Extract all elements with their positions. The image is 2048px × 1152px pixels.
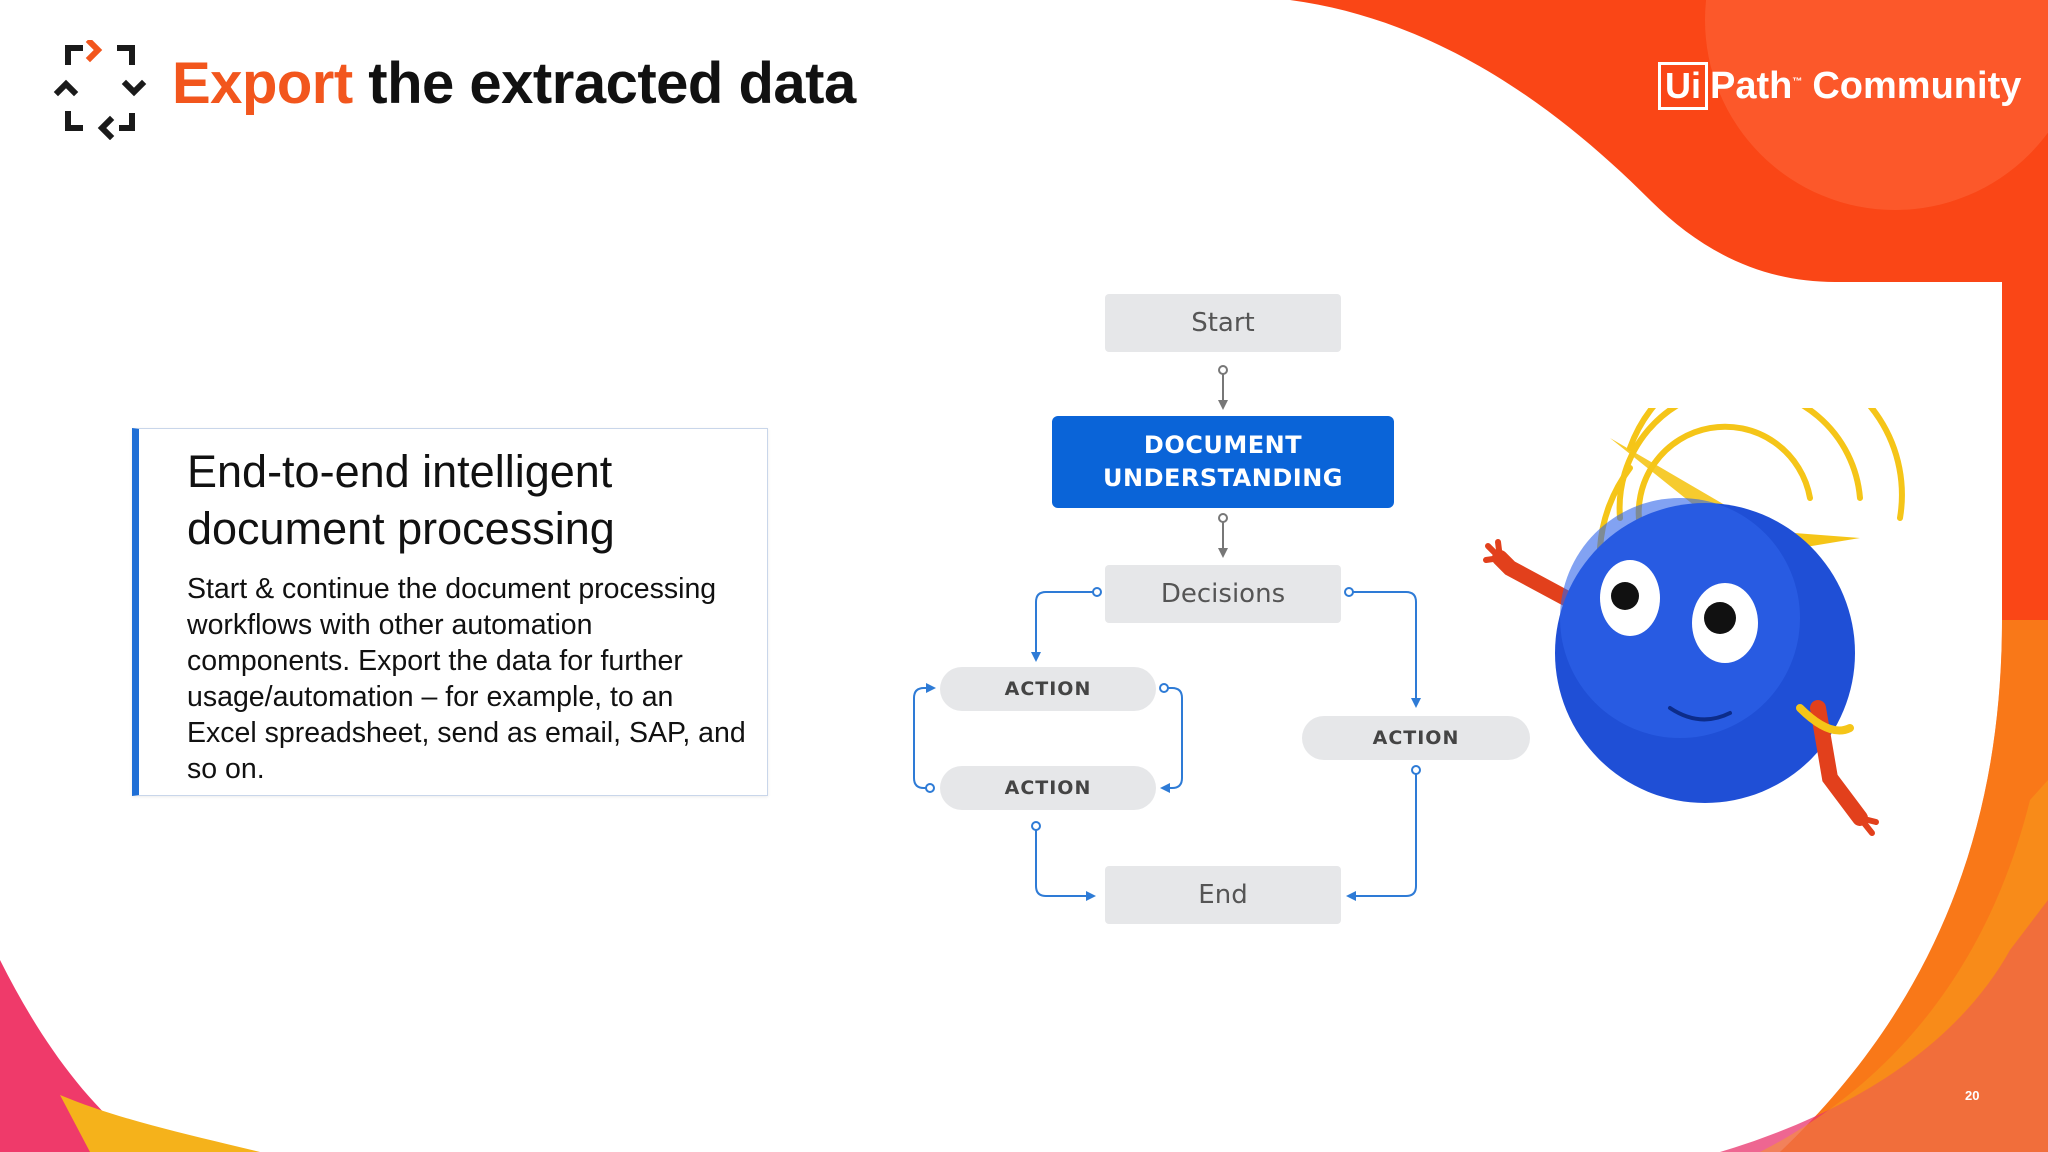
connector-action-right-to-end	[1346, 765, 1421, 901]
connector-du-to-decisions	[1218, 513, 1228, 558]
brand-community: Community	[1812, 64, 2022, 107]
flow-document-understanding: DOCUMENT UNDERSTANDING	[1052, 416, 1394, 508]
flow-end: End	[1105, 866, 1341, 924]
flow-decisions: Decisions	[1105, 565, 1341, 623]
connector-decisions-to-action-right	[1344, 587, 1421, 708]
expand-arrows-icon	[53, 40, 147, 140]
connector-action-loop-left	[913, 683, 936, 793]
brand-ui: Ui	[1658, 62, 1708, 110]
connector-action-bottom-to-end	[1031, 821, 1096, 901]
card-title: End-to-end intelligent document processi…	[187, 446, 615, 554]
flow-start: Start	[1105, 294, 1341, 352]
flow-action-top: ACTION	[940, 667, 1156, 711]
slide-title: Export the extracted data	[172, 50, 856, 117]
top-right-circle	[1705, 0, 2048, 210]
title-accent: Export	[172, 51, 353, 116]
brand-tm: ™	[1792, 75, 1803, 87]
flow-action-right: ACTION	[1302, 716, 1530, 760]
title-rest: the extracted data	[352, 51, 856, 116]
brand-path-text: Path	[1710, 64, 1793, 107]
info-card: End-to-end intelligent document processi…	[132, 428, 768, 796]
bottom-right-yellow-shape	[1760, 780, 2048, 1152]
bottom-left-pink-shape	[0, 960, 150, 1152]
mascot-arm-left	[1492, 550, 1583, 611]
page-number: 20	[1965, 1088, 1980, 1103]
connector-action-loop-right	[1159, 683, 1183, 793]
mascot-arm-right	[1810, 700, 1868, 826]
connector-decisions-to-action-top	[1031, 587, 1102, 662]
flow-action-bottom: ACTION	[940, 766, 1156, 810]
bottom-right-pink-shape	[1720, 900, 2048, 1152]
connector-start-to-du	[1218, 365, 1228, 410]
robot-ball-mascot	[1483, 408, 1905, 836]
brand-path: Path™	[1710, 65, 1802, 108]
card-body: Start & continue the document processing…	[187, 573, 746, 785]
uipath-community-logo: Ui Path™ Community	[1658, 62, 2021, 110]
bottom-left-yellow-shape	[60, 1095, 260, 1152]
